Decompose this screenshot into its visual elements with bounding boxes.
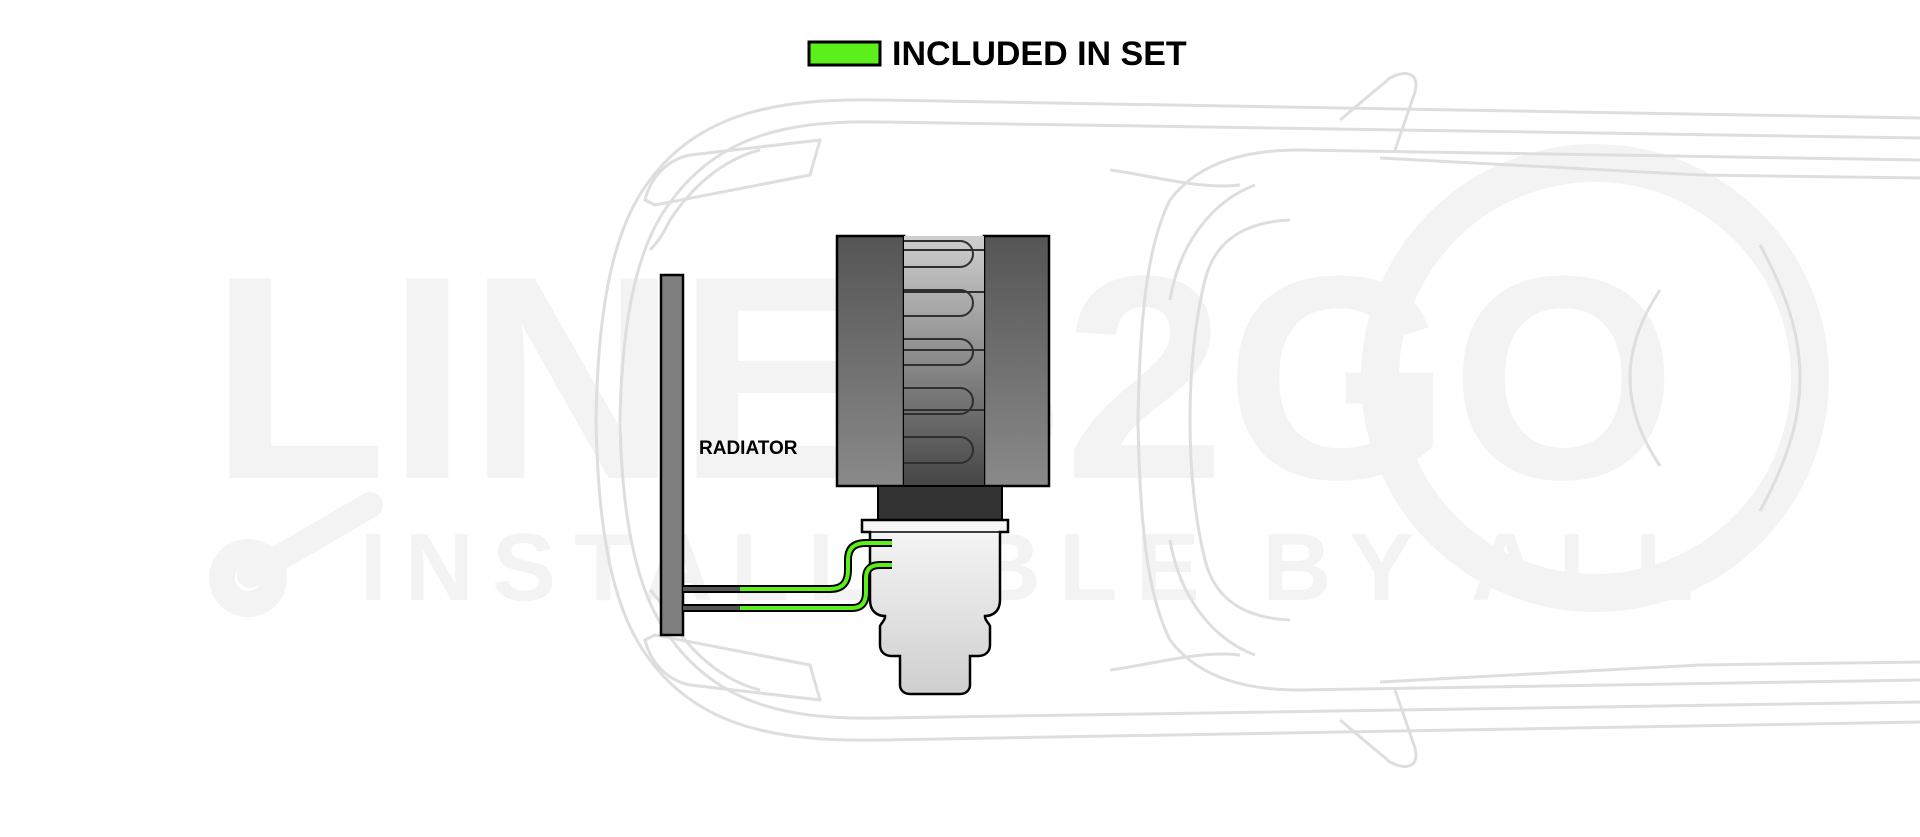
cooler-line-lower	[740, 563, 892, 610]
engine-bank-left	[835, 234, 906, 488]
legend-label: INCLUDED IN SET	[892, 35, 1187, 73]
legend-swatch	[807, 40, 882, 67]
legend: INCLUDED IN SET	[807, 35, 1187, 73]
radiator-body	[659, 273, 685, 637]
cooler-line-upper	[740, 541, 892, 591]
engine	[835, 234, 1051, 521]
car-outline	[594, 72, 1920, 768]
radiator-label: RADIATOR	[699, 438, 798, 459]
transmission	[860, 518, 1010, 696]
watermark-ring	[1361, 144, 1829, 612]
existing-lines	[683, 585, 740, 612]
included-lines	[740, 539, 892, 612]
wrench-icon	[209, 492, 383, 617]
bellhousing	[877, 485, 1003, 521]
intake-runners	[904, 240, 984, 464]
transmission-body	[860, 518, 1010, 696]
engine-bank-right	[982, 234, 1051, 488]
radiator: RADIATOR	[659, 273, 798, 637]
